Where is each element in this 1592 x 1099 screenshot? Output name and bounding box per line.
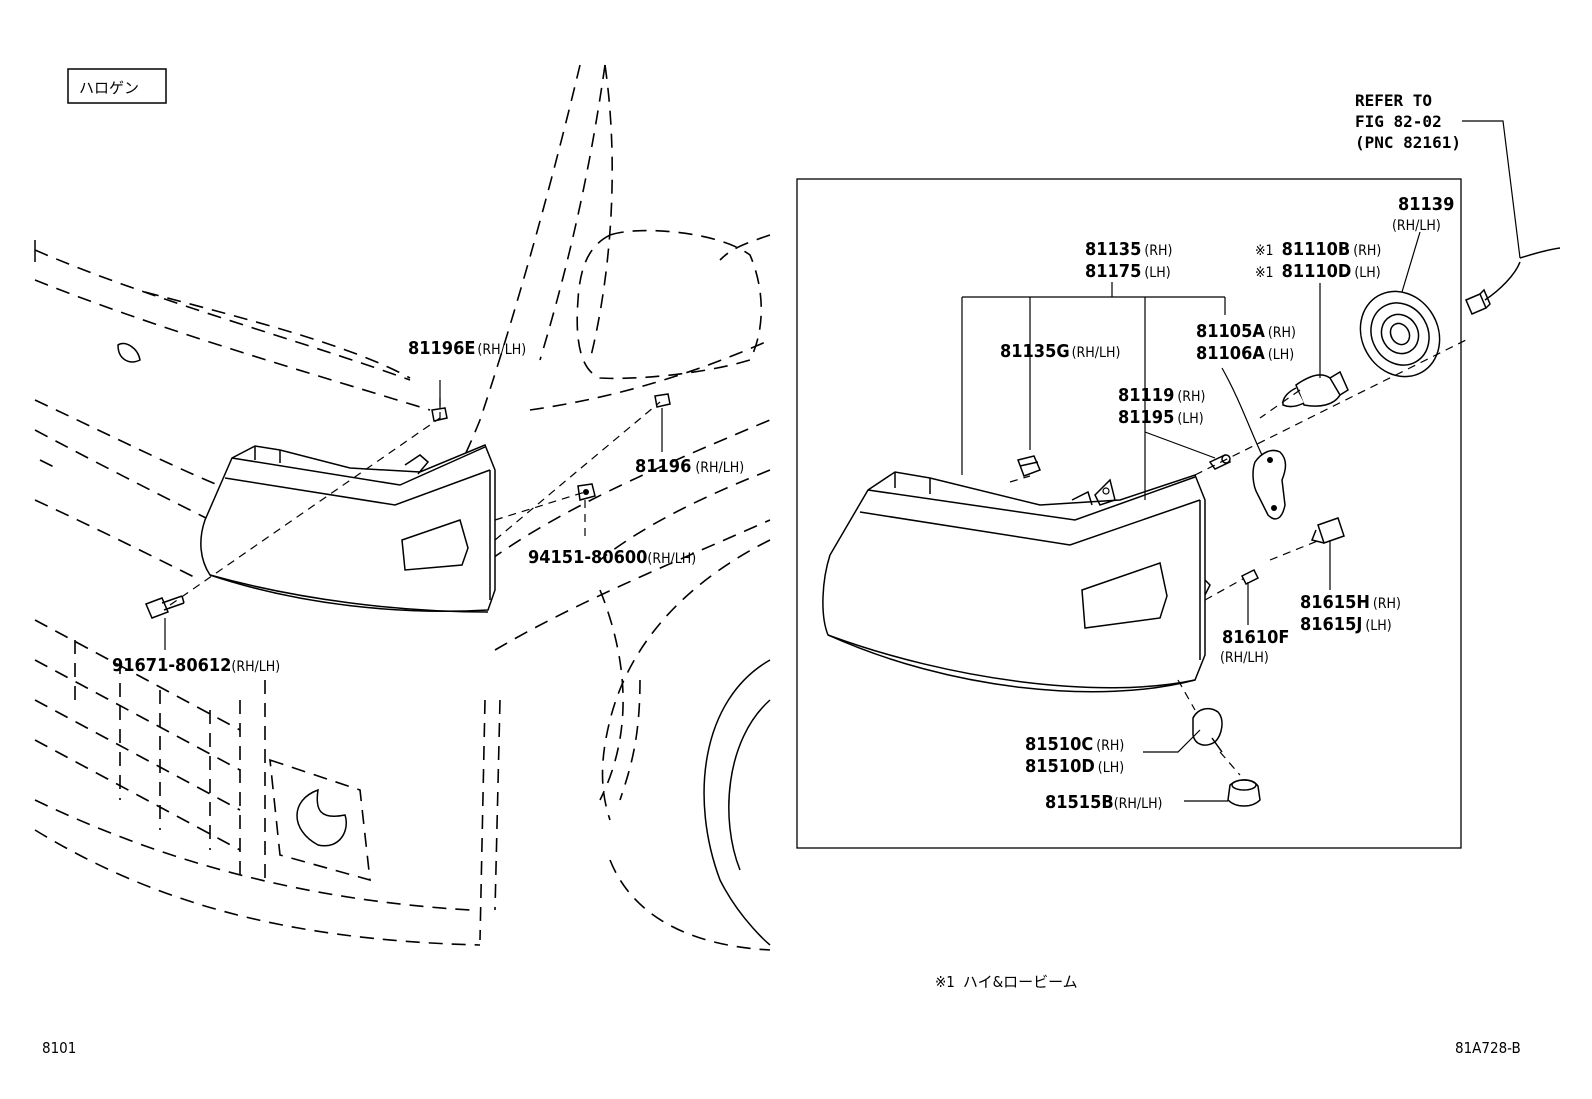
svg-text:81195(LH): 81195(LH) (1118, 407, 1204, 428)
callout-94151-80600: 94151-80600(RH/LH) (528, 547, 696, 568)
part-81510-bulb (1192, 707, 1223, 753)
fastener-94151 (577, 483, 596, 501)
wire-connector (1465, 288, 1491, 315)
part-81135G (1017, 455, 1041, 477)
variant-label: ハロゲン (79, 79, 139, 97)
callout-81196E: 81196E(RH/LH) (408, 338, 526, 359)
callout-81615H-81615J: 81615H(RH) 81615J(LH) (1300, 592, 1401, 635)
svg-text:※1ハイ&ロービーム: ※1ハイ&ロービーム (935, 973, 1078, 991)
svg-text:(PNC 82161): (PNC 82161) (1355, 133, 1461, 152)
svg-text:81106A(LH): 81106A(LH) (1196, 343, 1294, 364)
svg-text:81196E(RH/LH): 81196E(RH/LH) (408, 338, 526, 359)
callout-81196: 81196(RH/LH) (635, 456, 744, 477)
part-81139-cover (1359, 290, 1441, 378)
svg-text:FIG 82-02: FIG 82-02 (1355, 112, 1442, 131)
callout-81119-81195: 81119(RH) 81195(LH) (1118, 385, 1205, 428)
callout-81105A-81106A: 81105A(RH) 81106A(LH) (1196, 321, 1296, 364)
svg-text:81515B(RH/LH): 81515B(RH/LH) (1045, 792, 1162, 813)
svg-text:81135G(RH/LH): 81135G(RH/LH) (1000, 341, 1120, 362)
headlamp-housing-exploded (822, 471, 1211, 693)
headlamp-installed (200, 444, 496, 613)
exploded-view-frame (796, 178, 1462, 849)
callout-81139: 81139 (RH/LH) (1392, 194, 1454, 234)
svg-text:81119(RH): 81119(RH) (1118, 385, 1205, 406)
bolt-91671 (145, 595, 185, 619)
part-81615-socket (1310, 517, 1345, 544)
callout-81515B: 81515B(RH/LH) (1045, 792, 1162, 813)
part-81105A-bracket (1252, 449, 1287, 520)
svg-text:81510D(LH): 81510D(LH) (1025, 756, 1124, 777)
callout-81135-81175: 81135(RH) 81175(LH) (1085, 239, 1172, 282)
callout-81510C-81510D: 81510C(RH) 81510D(LH) (1025, 734, 1124, 777)
svg-text:(RH/LH): (RH/LH) (1220, 650, 1269, 666)
page-code: 8101 (42, 1039, 76, 1057)
part-81610F-bulb (1240, 568, 1260, 586)
part-81515B-socket (1227, 779, 1261, 807)
part-81110-bulb (1282, 370, 1349, 408)
callout-81135G: 81135G(RH/LH) (1000, 341, 1120, 362)
svg-text:81610F: 81610F (1222, 627, 1289, 648)
svg-text:81175(LH): 81175(LH) (1085, 261, 1171, 282)
svg-text:REFER TO: REFER TO (1355, 91, 1432, 110)
svg-text:81105A(RH): 81105A(RH) (1196, 321, 1296, 342)
variant-label-box (67, 68, 167, 104)
side-mirror-outline (576, 229, 762, 380)
svg-text:(RH/LH): (RH/LH) (1392, 218, 1441, 234)
svg-text:81135(RH): 81135(RH) (1085, 239, 1172, 260)
vehicle-body-outline (34, 64, 771, 951)
svg-text:94151-80600(RH/LH): 94151-80600(RH/LH) (528, 547, 696, 568)
callout-91671-80612: 91671-80612(RH/LH) (112, 655, 280, 676)
refer-to-note: REFER TO FIG 82-02 (PNC 82161) (1355, 91, 1461, 152)
svg-text:81615J(LH): 81615J(LH) (1300, 614, 1392, 635)
svg-text:81196(RH/LH): 81196(RH/LH) (635, 456, 744, 477)
svg-text:81510C(RH): 81510C(RH) (1025, 734, 1124, 755)
callout-81610F: 81610F (RH/LH) (1220, 627, 1289, 666)
svg-text:91671-80612(RH/LH): 91671-80612(RH/LH) (112, 655, 280, 676)
svg-text:81615H(RH): 81615H(RH) (1300, 592, 1401, 613)
svg-text:81139: 81139 (1398, 194, 1454, 215)
figure-code: 81A728-B (1455, 1039, 1521, 1057)
